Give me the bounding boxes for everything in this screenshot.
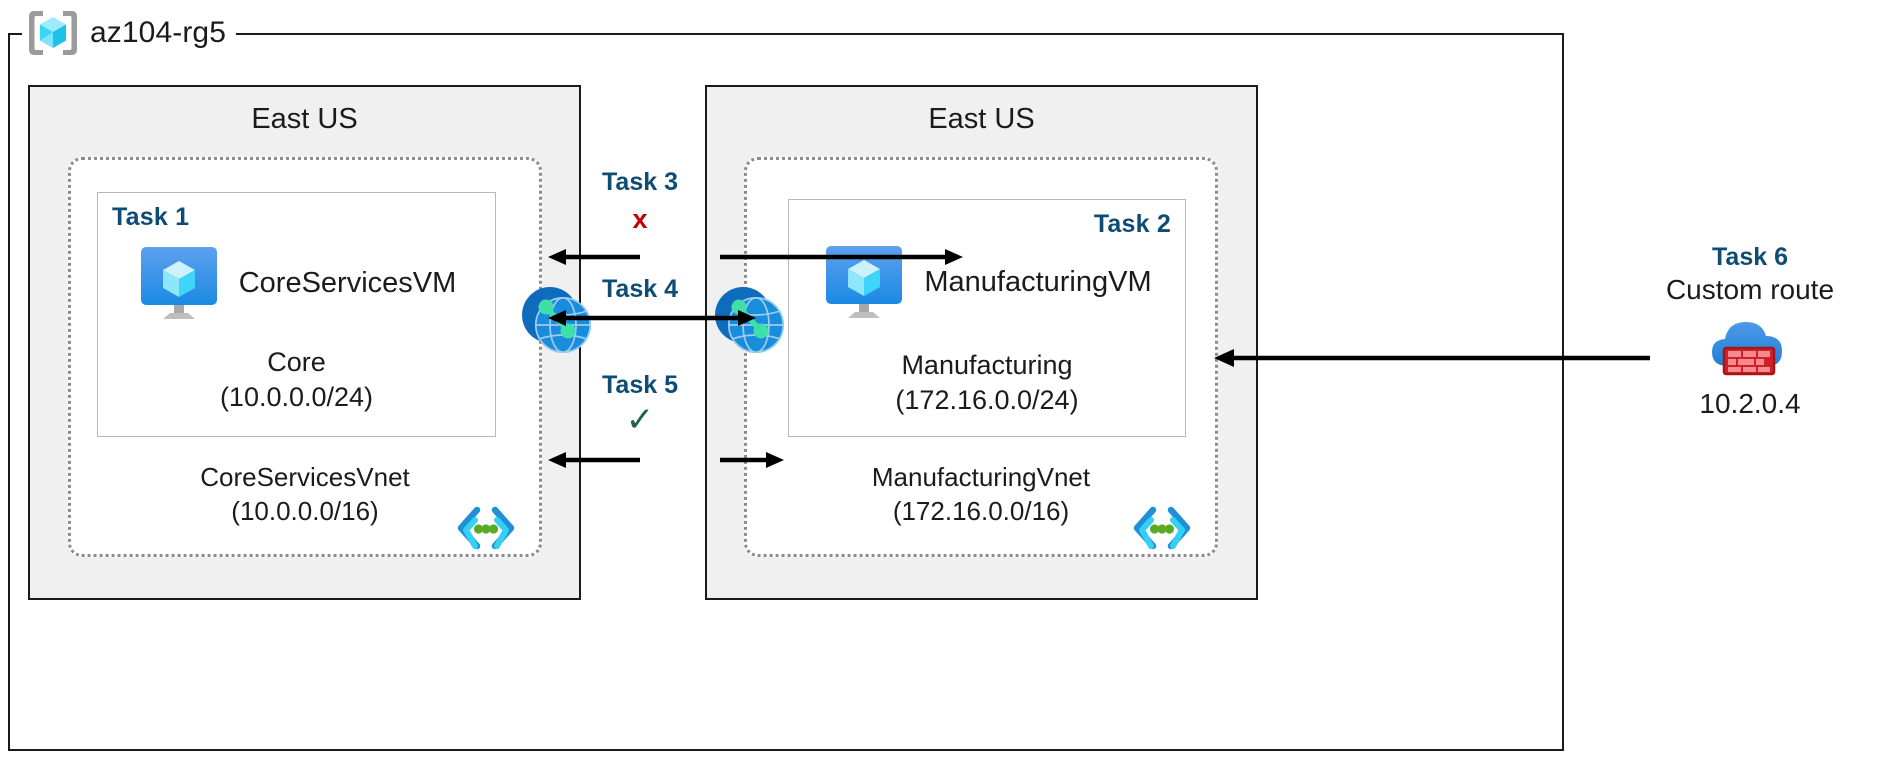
subnet-box-core: Task 1 CoreSe (97, 192, 496, 437)
connector-task3 (540, 205, 970, 275)
resource-group-name: az104-rg5 (90, 16, 226, 49)
vnet-cidr-manufacturing: (172.16.0.0/16) (892, 496, 1070, 527)
vnet-peering-icon (518, 285, 596, 357)
vnet-label-manufacturing: ManufacturingVnet (172.16.0.0/16) (747, 460, 1215, 529)
virtual-machine-icon (822, 244, 906, 320)
vm-row-core: CoreServicesVM (98, 245, 495, 321)
task5-pass-mark: ✓ (625, 401, 655, 439)
vm-row-manufacturing: ManufacturingVM (789, 244, 1185, 320)
subnet-label-manufacturing: Manufacturing (172.16.0.0/24) (789, 348, 1185, 418)
vm-name-manufacturing: ManufacturingVM (924, 265, 1152, 298)
subnet-cidr-core: (10.0.0.0/24) (219, 382, 374, 413)
task-label-4: Task 4 (602, 275, 678, 303)
region-label-right: East US (928, 103, 1035, 135)
resource-group-icon (26, 6, 80, 60)
custom-route-description: Custom route (1665, 274, 1835, 305)
resource-group-boundary (8, 33, 1564, 751)
vnet-icon (455, 506, 517, 550)
subnet-cidr-manufacturing: (172.16.0.0/24) (895, 385, 1079, 416)
vnet-label-core: CoreServicesVnet (10.0.0.0/16) (71, 460, 539, 529)
vnet-name-manufacturing: ManufacturingVnet (871, 462, 1091, 492)
vnet-icon (1131, 506, 1193, 550)
subnet-label-core: Core (10.0.0.0/24) (98, 345, 495, 415)
task3-fail-mark: x (632, 204, 648, 234)
subnet-name-core: Core (267, 347, 326, 377)
task-label-6: Task 6 (1712, 243, 1788, 271)
subnet-name-manufacturing: Manufacturing (901, 350, 1073, 380)
virtual-machine-icon (137, 245, 221, 321)
connector-task4 (540, 290, 970, 350)
custom-route-ip: 10.2.0.4 (1699, 388, 1801, 419)
vm-name-core: CoreServicesVM (238, 266, 457, 299)
task-label-5: Task 5 (602, 371, 678, 399)
task-label-1: Task 1 (112, 203, 190, 231)
task-label-3: Task 3 (602, 168, 678, 196)
vnet-name-core: CoreServicesVnet (200, 462, 410, 492)
vnet-cidr-core: (10.0.0.0/16) (231, 496, 379, 527)
task-label-2: Task 2 (1093, 210, 1171, 238)
firewall-cloud-icon (1702, 310, 1798, 382)
resource-group-header: az104-rg5 (22, 0, 236, 66)
connector-task6 (1200, 330, 1660, 390)
region-label-left: East US (251, 103, 358, 135)
connector-task5 (540, 408, 970, 478)
subnet-box-manufacturing: Task 2 Manufa (788, 199, 1186, 437)
custom-route-block: Task 6 Custom route (1600, 243, 1900, 420)
